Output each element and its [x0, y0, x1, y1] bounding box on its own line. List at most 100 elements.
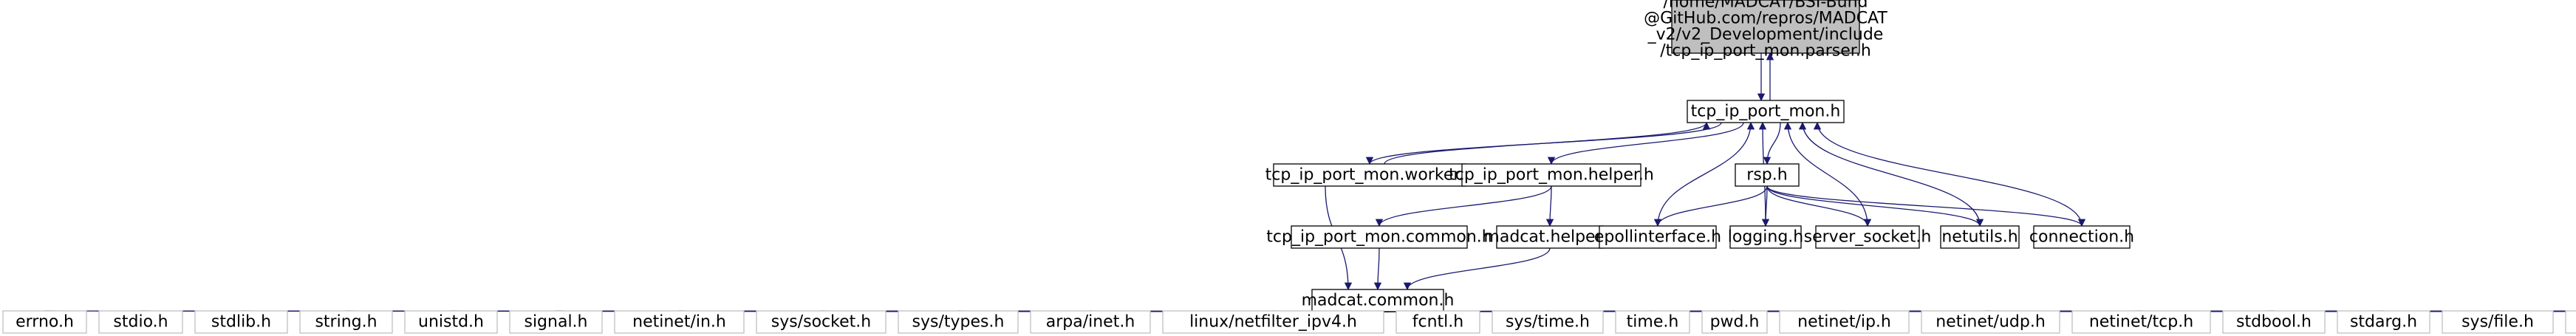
node-sys-3[interactable]: string.h [299, 310, 393, 334]
node-label: rsp.h [1746, 166, 1787, 185]
node-label: netutils.h [1941, 228, 2018, 247]
node-label: stdbool.h [2236, 313, 2312, 332]
node-madcat-common-h[interactable]: madcat.common.h [1302, 289, 1455, 312]
node-netutils-h[interactable]: netutils.h [1940, 225, 2020, 249]
node-label: _v2/v2_Development/include [1647, 26, 1884, 44]
node-madcat-helper-h[interactable]: madcat.helper.h [1483, 225, 1616, 249]
node-server-socket-h[interactable]: server_socket.h [1804, 225, 1932, 249]
node-label: sys/types.h [912, 313, 1005, 332]
node-box [898, 310, 1019, 334]
node-sys-21[interactable]: openssl/sha.h [2565, 310, 2576, 334]
node-label: linux/netfilter_ipv4.h [1189, 313, 1357, 332]
node-label: errno.h [16, 313, 74, 332]
node-box [2071, 310, 2211, 334]
node-box [404, 310, 498, 334]
node-box [1735, 163, 1800, 187]
node-box [1779, 310, 1910, 334]
node-label: epollinterface.h [1594, 228, 1721, 247]
node-sys-10[interactable]: linux/netfilter_ipv4.h [1162, 310, 1384, 334]
node-box [614, 310, 745, 334]
node-box [1671, 0, 1860, 54]
edge-epollinterface-h-to-tcp-ip-port-mon-h [1657, 121, 1755, 227]
node-sys-6[interactable]: netinet/in.h [614, 310, 745, 334]
node-sys-12[interactable]: sys/time.h [1492, 310, 1604, 334]
node-sys-16[interactable]: netinet/udp.h [1921, 310, 2060, 334]
node-rsp-h[interactable]: rsp.h [1735, 163, 1800, 187]
node-box [2222, 310, 2326, 334]
node-box [2337, 310, 2430, 334]
node-box [1030, 310, 1151, 334]
node-label: sys/time.h [1506, 313, 1590, 332]
node-logging-h[interactable]: logging.h [1728, 225, 1803, 249]
node-label: tcp_ip_port_mon.helper.h [1449, 166, 1654, 185]
node-box [2442, 310, 2554, 334]
node-label: madcat.common.h [1302, 292, 1455, 310]
node-sys-20[interactable]: sys/file.h [2442, 310, 2554, 334]
node-sys-17[interactable]: netinet/tcp.h [2071, 310, 2211, 334]
node-label: netinet/ip.h [1797, 313, 1891, 332]
node-sys-5[interactable]: signal.h [509, 310, 603, 334]
node-label: unistd.h [418, 313, 484, 332]
node-label: @GitHub.com/repros/MADCAT [1644, 10, 1887, 28]
node-helper-h[interactable]: tcp_ip_port_mon.helper.h [1449, 163, 1654, 187]
node-parser[interactable]: /home/MADCAT/BSI-Bund@GitHub.com/repros/… [1644, 0, 1887, 61]
node-box [2033, 225, 2131, 249]
edge-tcp-ip-port-mon-h-to-helper-h [1547, 122, 1744, 165]
node-label: arpa/inet.h [1046, 313, 1135, 332]
node-label: pwd.h [1710, 313, 1760, 332]
node-label: madcat.helper.h [1483, 228, 1616, 247]
node-box [194, 310, 288, 334]
node-label: /home/MADCAT/BSI-Bund [1664, 0, 1868, 12]
edge-common-h-to-madcat-common-h [1373, 247, 1382, 291]
node-label: stdlib.h [211, 313, 271, 332]
edge-rsp-h-to-netutils-h [1766, 185, 1984, 227]
node-box [1701, 310, 1768, 334]
node-label: netinet/tcp.h [2089, 313, 2193, 332]
node-sys-0[interactable]: errno.h [2, 310, 87, 334]
edge-rsp-h-to-server-socket-h [1766, 185, 1872, 227]
node-connection-h[interactable]: connection.h [2029, 225, 2134, 249]
node-sys-2[interactable]: stdlib.h [194, 310, 288, 334]
node-sys-7[interactable]: sys/socket.h [756, 310, 886, 334]
node-box [1921, 310, 2060, 334]
edge-tcp-ip-port-mon-h-to-rsp-h [1763, 122, 1781, 165]
node-box [509, 310, 603, 334]
node-label: tcp_ip_port_mon.common.h [1266, 228, 1492, 247]
node-label: netinet/udp.h [1936, 313, 2046, 332]
node-box [1815, 225, 1920, 249]
node-sys-11[interactable]: fcntl.h [1395, 310, 1480, 334]
node-box [1599, 225, 1717, 249]
node-box [1940, 225, 2020, 249]
node-label: string.h [315, 313, 377, 332]
node-sys-9[interactable]: arpa/inet.h [1030, 310, 1151, 334]
node-label: logging.h [1728, 228, 1803, 247]
node-sys-18[interactable]: stdbool.h [2222, 310, 2326, 334]
node-tcp-ip-port-mon-h[interactable]: tcp_ip_port_mon.h [1687, 100, 1845, 123]
node-box [756, 310, 886, 334]
node-box [1729, 225, 1802, 249]
node-box [1291, 225, 1468, 249]
edge-helper-h-to-madcat-helper-h [1545, 185, 1554, 227]
node-epollinterface-h[interactable]: epollinterface.h [1594, 225, 1721, 249]
edge-rsp-h-to-logging-h [1761, 185, 1770, 227]
node-sys-14[interactable]: pwd.h [1701, 310, 1768, 334]
node-box [299, 310, 393, 334]
node-box [98, 310, 183, 334]
node-sys-19[interactable]: stdarg.h [2337, 310, 2430, 334]
node-sys-1[interactable]: stdio.h [98, 310, 183, 334]
node-worker-h[interactable]: tcp_ip_port_mon.worker.h [1265, 163, 1475, 187]
node-sys-4[interactable]: unistd.h [404, 310, 498, 334]
node-label: tcp_ip_port_mon.h [1691, 103, 1841, 121]
edge-madcat-helper-h-to-madcat-common-h [1403, 247, 1551, 291]
node-sys-15[interactable]: netinet/ip.h [1779, 310, 1910, 334]
node-sys-8[interactable]: sys/types.h [898, 310, 1019, 334]
node-sys-13[interactable]: time.h [1615, 310, 1690, 334]
node-label: server_socket.h [1804, 228, 1932, 247]
node-box [1615, 310, 1690, 334]
edge-server-socket-h-to-tcp-ip-port-mon-h [1783, 121, 1868, 227]
node-common-h[interactable]: tcp_ip_port_mon.common.h [1266, 225, 1492, 249]
edge-helper-h-to-common-h [1375, 185, 1552, 227]
edge-rsp-h-to-epollinterface-h [1653, 185, 1768, 227]
